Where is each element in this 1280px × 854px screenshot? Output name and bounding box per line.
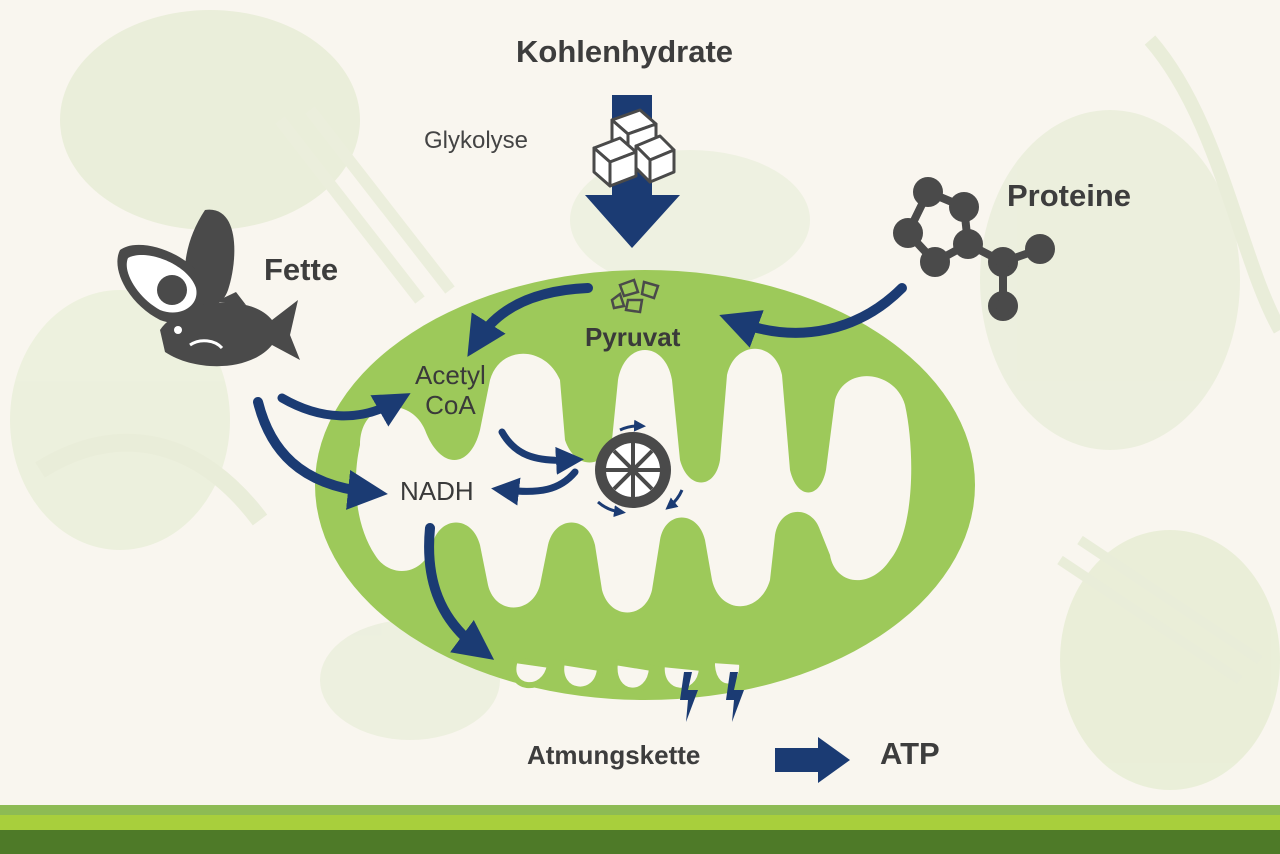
background-decoration <box>10 10 1280 790</box>
label-atmungskette: Atmungskette <box>527 740 701 770</box>
lightning-icon <box>680 672 744 722</box>
arrow-acetyl-to-cycle <box>498 428 584 475</box>
lemon-slice-icon <box>595 419 684 518</box>
label-acetyl: Acetyl <box>415 360 486 390</box>
atp-arrow <box>775 737 850 783</box>
label-proteine: Proteine <box>1007 178 1132 213</box>
label-glykolyse: Glykolyse <box>424 127 529 154</box>
pyruvate-fragments-icon <box>610 278 660 314</box>
label-kohlenhydrate: Kohlenhydrate <box>516 34 734 69</box>
avocado-icon <box>117 209 235 323</box>
sugar-cubes-icon <box>592 108 676 188</box>
atp-synthase-bumps <box>510 656 746 694</box>
footer-stripe-dark <box>0 830 1280 854</box>
label-nadh: NADH <box>400 476 474 506</box>
label-fette: Fette <box>264 252 339 287</box>
arrow-nadh-to-atmungskette <box>424 523 495 660</box>
label-pyruvat: Pyruvat <box>585 322 681 352</box>
label-coa: CoA <box>425 390 476 420</box>
arrow-pyruvat-to-acetyl <box>467 283 593 357</box>
metabolic-arrows <box>253 283 907 660</box>
arrow-proteine-to-pyruvat <box>719 283 907 348</box>
arrow-cycle-to-nadh <box>491 468 579 506</box>
label-acetyl-coa: Acetyl CoA <box>415 360 486 420</box>
arrow-fette-to-acetyl <box>277 393 411 427</box>
label-atp: ATP <box>880 736 940 771</box>
arrow-fette-to-nadh <box>253 397 388 510</box>
footer-stripe-mid <box>0 815 1280 830</box>
footer-stripe-light <box>0 805 1280 815</box>
fish-icon <box>160 292 300 367</box>
amino-acid-molecule-icon <box>893 177 1055 321</box>
